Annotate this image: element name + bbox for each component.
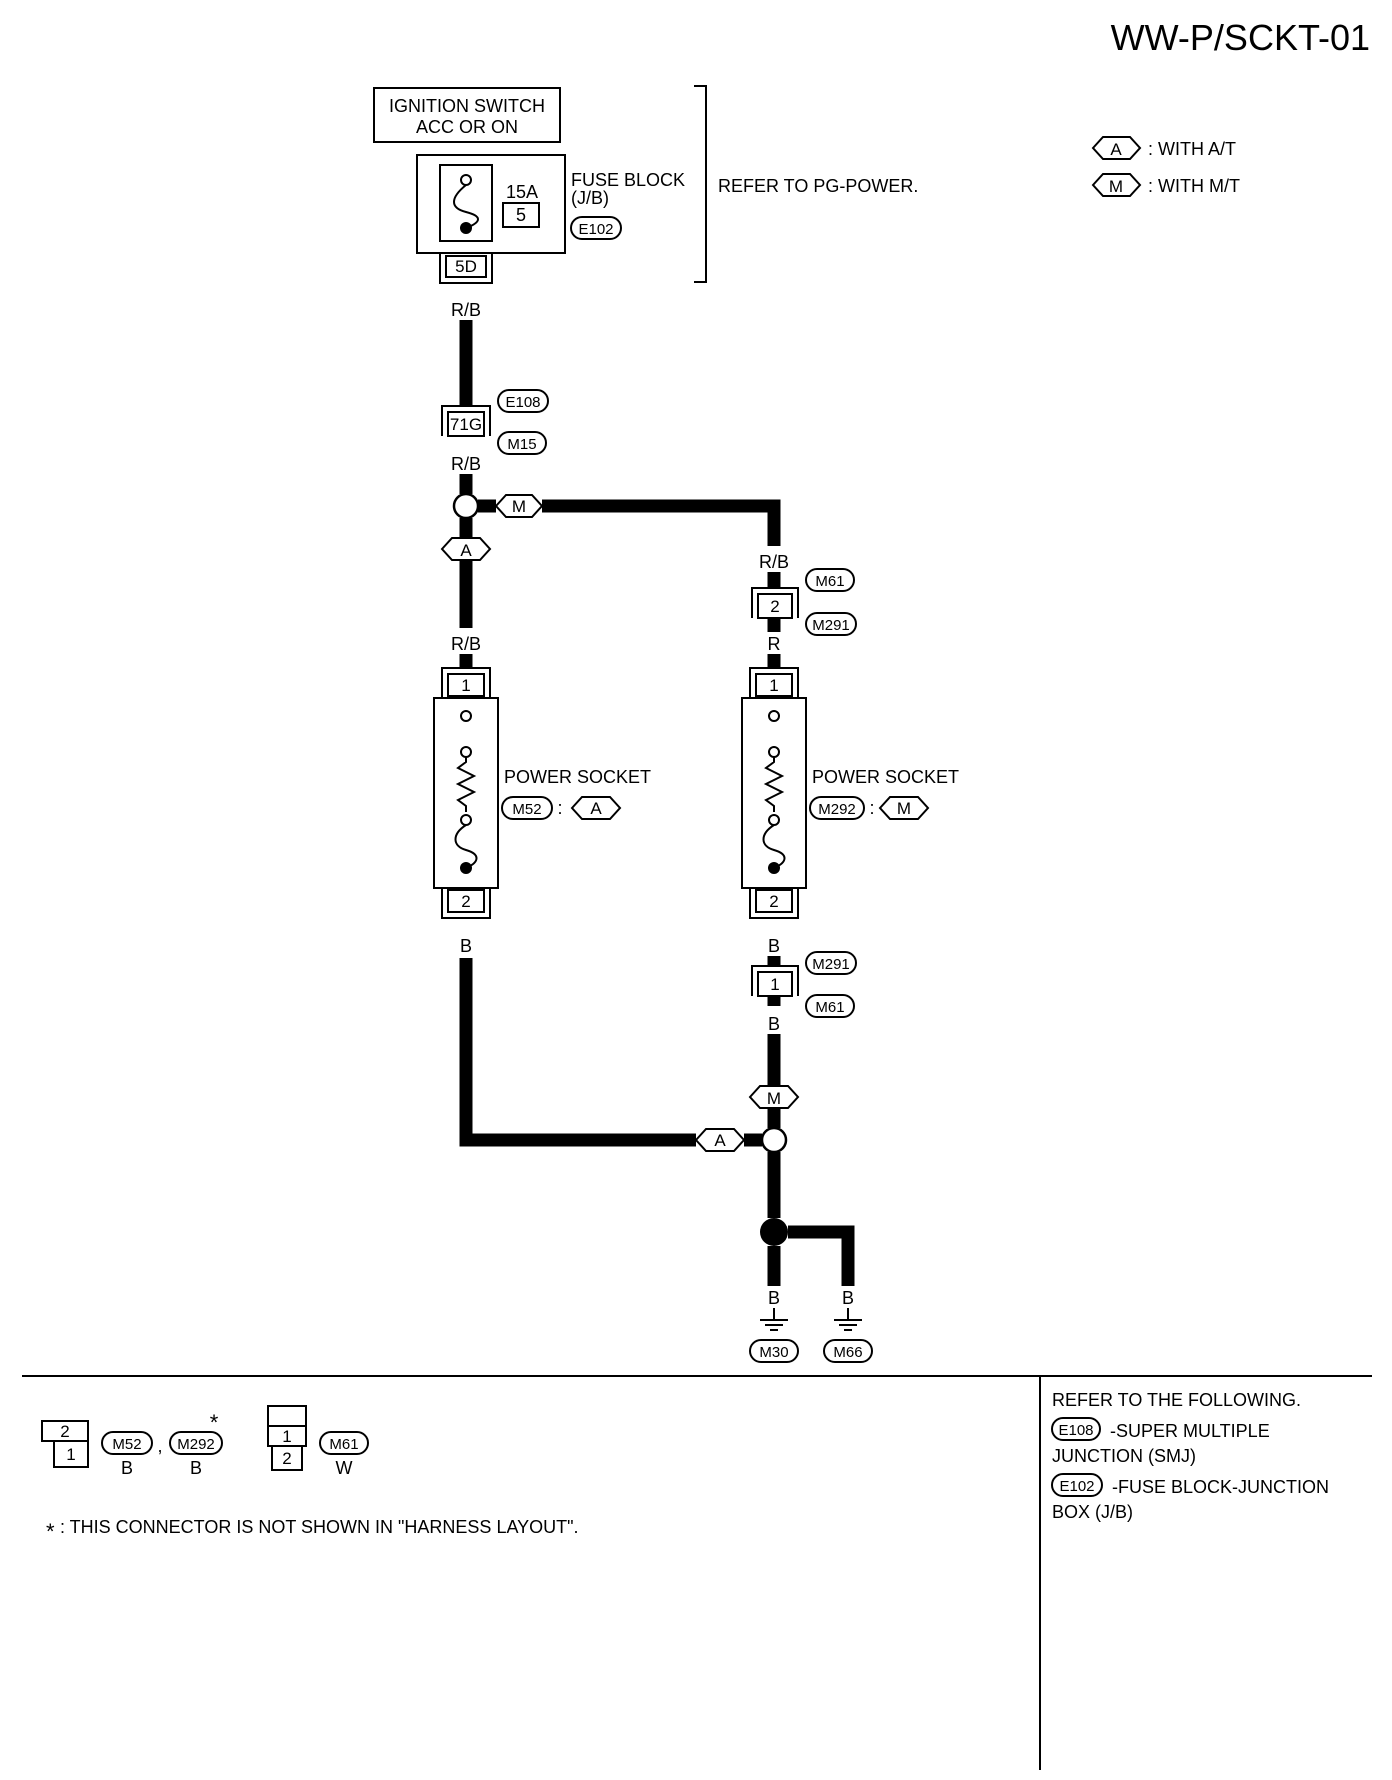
ignition-line2: ACC OR ON [416,117,518,137]
legend-with-at: A : WITH A/T [1091,136,1236,160]
fuse-terminal: 5D [455,257,477,276]
tag-m-bottom-text: M [767,1089,781,1108]
fuse-amps: 15A [506,182,538,202]
wire-m-branch [542,499,781,546]
footnote-text: : THIS CONNECTOR IS NOT SHOWN IN "HARNES… [60,1517,579,1537]
refer-item-2-conn: E102 [1059,1478,1094,1495]
face1-top: 2 [60,1422,69,1441]
fuse-block-name: FUSE BLOCK [571,170,685,190]
page-code: WW-P/SCKT-01 [1111,17,1370,58]
refer-item-1-line1: -SUPER MULTIPLE [1110,1421,1270,1441]
m61-2-terminal: 2 [770,597,779,616]
socket-a-conn: M52 [512,801,541,818]
split-point-bottom [760,1126,788,1154]
junction-71g-conn-bot: M15 [507,436,536,453]
conn-m61-color: W [336,1458,353,1478]
tag-a-top [440,537,492,561]
wire-label-b4: B [768,1288,780,1308]
refer-pg-power: REFER TO PG-POWER. [718,176,918,196]
fuse-number: 5 [516,205,526,225]
socket-a-tag [570,796,622,820]
fuse-block: 15A 5 FUSE BLOCK (J/B) E102 [416,154,685,254]
footnote-star: * [46,1519,55,1544]
ignition-line1: IGNITION SWITCH [389,96,545,116]
fuse-block-sub: (J/B) [571,188,609,208]
wire-b-to-m66 [788,1225,855,1286]
fuse-terminal-bracket [439,253,493,284]
legend-m-tag: M [1109,177,1123,196]
wire-label-rb4: R/B [759,552,789,572]
legend-a-tag: A [1110,140,1122,159]
refer-item-1-conn: E108 [1058,1422,1093,1439]
socket-a-pin-bot: 2 [461,892,470,911]
wire-label-b3: B [768,1014,780,1034]
wire-label-rb1: R/B [451,300,481,320]
face2-bottom: 2 [282,1449,291,1468]
fuse-block-connector: E102 [578,221,613,238]
power-socket-a: 1 2 [433,667,499,919]
conn-m292-star: * [210,1410,219,1435]
m291-1-conn-bot: M61 [815,999,844,1016]
wire-label-rb2: R/B [451,454,481,474]
ground-m30-label: M30 [759,1344,788,1361]
conn-m61-name: M61 [329,1436,358,1453]
split-point-top [452,492,480,520]
ground-m66: M66 [823,1308,873,1363]
socket-m-tag-text: M [897,799,911,818]
conn-m52-name: M52 [112,1436,141,1453]
m291-1-bracket [751,965,799,996]
conn-m52-color: B [121,1458,133,1478]
tag-a-top-text: A [460,541,472,560]
legend-with-mt: M : WITH M/T [1091,173,1240,197]
wire-label-b2: B [768,936,780,956]
71g-bracket [441,405,491,436]
legend-m-text: : WITH M/T [1148,176,1240,196]
face2-top: 1 [282,1427,291,1446]
ignition-switch: IGNITION SWITCH ACC OR ON [373,87,561,143]
refer-item-2-line2: BOX (J/B) [1052,1502,1133,1522]
refer-item-1-line2: JUNCTION (SMJ) [1052,1446,1196,1466]
junction-71g-conn-top: E108 [505,394,540,411]
m61-2-conn-bot: M291 [812,617,850,634]
tag-m-top-text: M [512,497,526,516]
connector-face-2pin-a: 2 1 [41,1420,89,1468]
ground-m30: M30 [749,1308,799,1363]
wire-label-b1: B [460,936,472,956]
conn-comma: , [157,1436,162,1456]
junction-71g-terminal: 71G [450,415,482,434]
conn-m292-name: M292 [177,1436,215,1453]
wire-label-r: R [768,634,781,654]
refer-bracket [694,85,707,283]
socket-m-conn: M292 [818,801,856,818]
socket-m-pin-top: 1 [769,676,778,695]
ground-m66-label: M66 [833,1344,862,1361]
socket-a-sep: : [557,798,562,818]
connector-face-2pin-b: 1 2 [267,1405,307,1471]
socket-m-tag [878,796,930,820]
wire-label-rb3: R/B [451,634,481,654]
legend-a-text: : WITH A/T [1148,139,1236,159]
socket-m-label: POWER SOCKET [812,767,959,787]
m61-2-conn-top: M61 [815,573,844,590]
socket-m-pin-bot: 2 [769,892,778,911]
face1-bottom: 1 [66,1445,75,1464]
socket-a-pin-top: 1 [461,676,470,695]
refer-item-2-line1: -FUSE BLOCK-JUNCTION [1112,1477,1329,1497]
m61-2-bracket [751,587,799,618]
refer-title: REFER TO THE FOLLOWING. [1052,1390,1301,1410]
m291-1-terminal: 1 [770,975,779,994]
tag-m-bottom [748,1085,800,1109]
wire-b-socket-a-to-ground [459,958,696,1147]
socket-m-sep: : [869,798,874,818]
wire-label-b5: B [842,1288,854,1308]
tag-a-bottom-text: A [714,1131,726,1150]
splice-point [760,1218,788,1246]
m291-1-conn-top: M291 [812,956,850,973]
socket-a-tag-text: A [590,799,602,818]
conn-m292-color: B [190,1458,202,1478]
power-socket-m: 1 2 [741,667,807,919]
socket-a-label: POWER SOCKET [504,767,651,787]
